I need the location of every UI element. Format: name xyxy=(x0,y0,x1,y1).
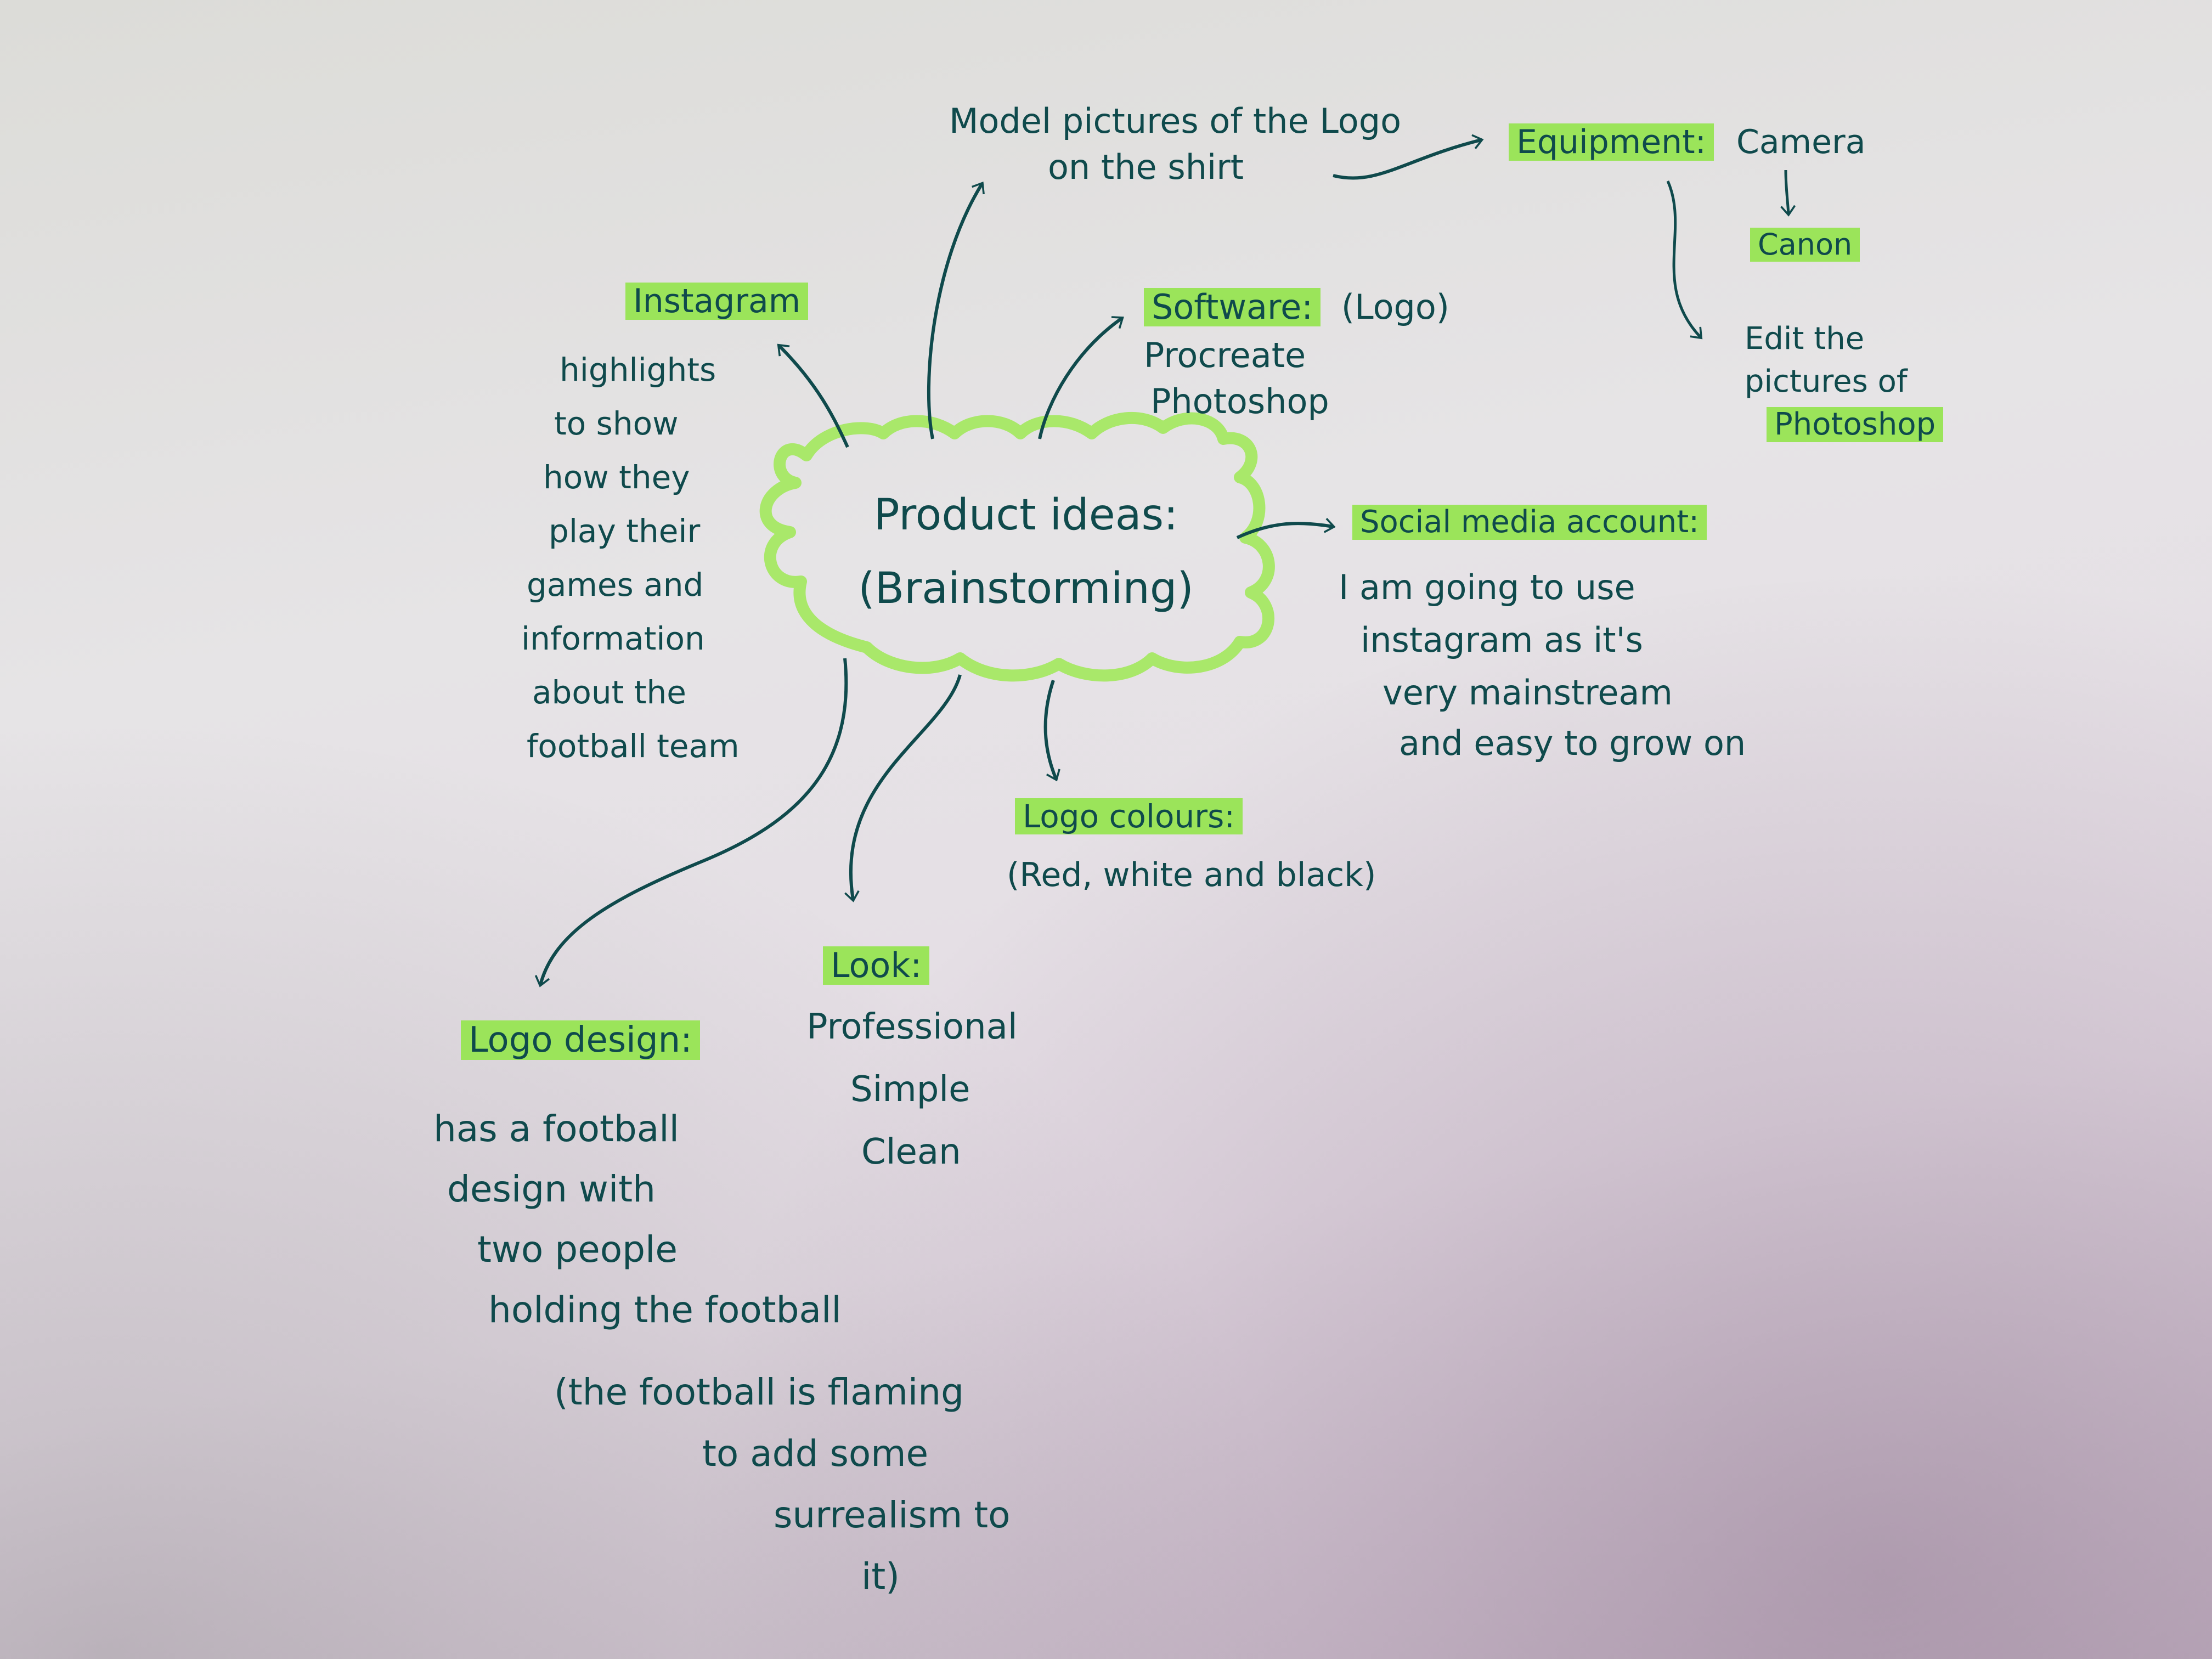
social-media-description: I am going to use instagram as it's very… xyxy=(1339,571,1746,760)
equipment-node: Equipment: Camera xyxy=(1509,123,1865,161)
software-label: Software: xyxy=(1144,288,1321,326)
instagram-line: games and xyxy=(527,566,704,603)
logo-design-line: two people xyxy=(477,1228,678,1271)
look-node: Look: xyxy=(823,946,930,985)
canon-label: Canon xyxy=(1750,228,1860,262)
look-items: Professional Simple Clean xyxy=(806,1009,1018,1170)
instagram-line: play their xyxy=(549,512,701,550)
arrow-to-software xyxy=(1038,316,1124,439)
center-title: Product ideas: xyxy=(873,490,1178,540)
logo-design-line: has a football xyxy=(433,1108,679,1150)
arrow-to-social-media xyxy=(1236,517,1336,539)
social-media-label: Social media account: xyxy=(1352,505,1707,540)
instagram-line: highlights xyxy=(560,351,716,388)
central-cloud xyxy=(759,411,1275,682)
model-pictures-node: Model pictures of the Logo on the shirt xyxy=(949,104,1401,184)
social-media-line: and easy to grow on xyxy=(1399,723,1746,763)
equipment-value: Camera xyxy=(1736,123,1866,161)
software-note: (Logo) xyxy=(1341,287,1449,327)
logo-design-line: design with xyxy=(447,1168,656,1210)
logo-design-note-line: surrealism to xyxy=(774,1494,1011,1536)
logo-design-note-line: it) xyxy=(861,1555,900,1598)
center-node: Product ideas: (Brainstorming) xyxy=(806,494,1245,610)
social-media-line: instagram as it's xyxy=(1361,620,1643,660)
model-pictures-line-2: on the shirt xyxy=(1048,147,1244,187)
software-node: Software: (Logo) Procreate Photoshop xyxy=(1144,288,1449,419)
instagram-line: to show xyxy=(554,405,679,442)
logo-design-label: Logo design: xyxy=(461,1020,700,1060)
logo-design-note-line: to add some xyxy=(702,1432,929,1475)
model-pictures-line-1: Model pictures of the Logo xyxy=(949,101,1402,141)
instagram-node: Instagram xyxy=(625,283,809,320)
software-item-procreate: Procreate xyxy=(1144,335,1306,375)
canon-node: Canon xyxy=(1750,228,1860,262)
look-item-simple: Simple xyxy=(850,1069,970,1110)
look-label: Look: xyxy=(823,946,930,985)
arrow-to-canon xyxy=(1780,170,1796,217)
logo-colours-node: Logo colours: xyxy=(1015,798,1243,834)
instagram-line: about the xyxy=(532,674,686,711)
arrow-to-logo-colours xyxy=(1043,680,1060,782)
arrow-to-edit-pictures xyxy=(1666,180,1703,340)
logo-design-note-line: (the football is flaming xyxy=(554,1371,964,1413)
logo-colours-value: (Red, white and black) xyxy=(1007,856,1376,894)
arrow-to-model-pictures xyxy=(927,181,985,439)
look-item-clean: Clean xyxy=(861,1132,961,1172)
equipment-label: Equipment: xyxy=(1509,123,1714,161)
instagram-description: highlights to show how they play their g… xyxy=(521,354,740,762)
instagram-label: Instagram xyxy=(625,283,809,320)
logo-colours-label: Logo colours: xyxy=(1015,798,1243,834)
look-item-professional: Professional xyxy=(806,1007,1018,1047)
edit-pictures-tool: Photoshop xyxy=(1767,407,1944,442)
edit-pictures-line-1: Edit the xyxy=(1745,321,1865,357)
logo-design-node: Logo design: xyxy=(461,1020,700,1060)
arrow-to-instagram xyxy=(777,343,849,448)
logo-design-note: (the football is flaming to add some sur… xyxy=(554,1374,1011,1595)
social-media-node: Social media account: xyxy=(1352,505,1707,540)
logo-design-line: holding the football xyxy=(488,1289,842,1331)
arrow-to-equipment xyxy=(1333,134,1484,180)
center-subtitle: (Brainstorming) xyxy=(858,564,1194,613)
social-media-line: I am going to use xyxy=(1339,567,1635,607)
social-media-line: very mainstream xyxy=(1383,673,1673,713)
arrow-to-logo-design xyxy=(534,658,848,988)
software-item-photoshop: Photoshop xyxy=(1150,381,1329,421)
edit-pictures-node: Edit the pictures of Photoshop xyxy=(1745,321,1944,442)
edit-pictures-line-2: pictures of xyxy=(1745,364,1908,399)
instagram-line: information xyxy=(521,620,705,657)
instagram-line: football team xyxy=(527,727,740,765)
logo-design-description: has a football design with two people ho… xyxy=(433,1111,842,1328)
arrow-to-look xyxy=(844,674,962,902)
instagram-line: how they xyxy=(543,459,690,496)
